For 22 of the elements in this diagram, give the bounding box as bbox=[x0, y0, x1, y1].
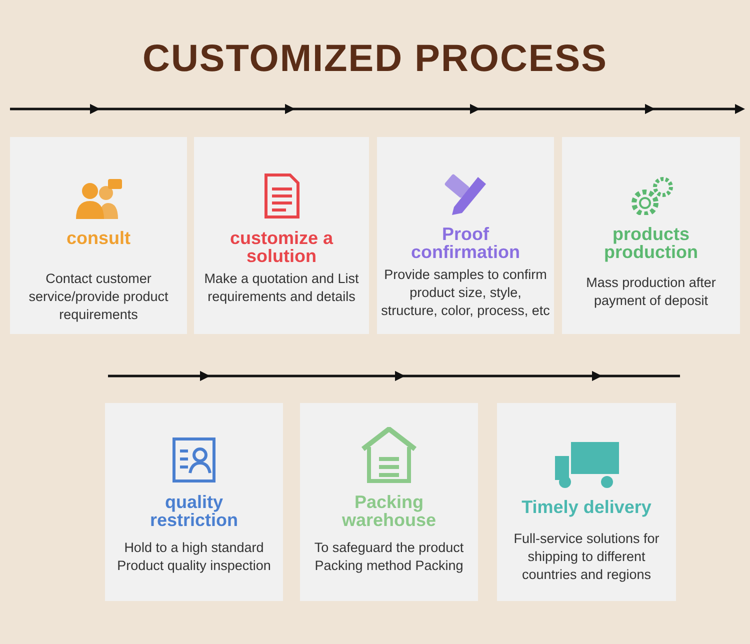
step-heading: customize a solution bbox=[228, 229, 334, 265]
step-description: Mass production after payment of deposit bbox=[585, 274, 717, 310]
step-card bbox=[300, 403, 478, 601]
step-heading: Proof confirmation bbox=[410, 225, 521, 261]
step-description: Full-service solutions for shipping to different countries and regions bbox=[512, 530, 660, 584]
step-description: To safeguard the product Packing method Packing bbox=[313, 539, 465, 575]
step-card bbox=[194, 137, 369, 334]
step-card bbox=[377, 137, 554, 334]
step-heading: Timely delivery bbox=[520, 498, 652, 516]
step-heading: products production bbox=[603, 225, 699, 261]
step-description: Contact customer service/provide product requirements bbox=[28, 270, 170, 324]
step-card bbox=[10, 137, 187, 334]
step-card bbox=[562, 137, 740, 334]
step-description: Make a quotation and List requirements and details bbox=[203, 270, 360, 306]
step-heading: Packing warehouse bbox=[340, 493, 438, 529]
step-heading: consult bbox=[65, 229, 132, 247]
step-card bbox=[497, 403, 676, 601]
step-heading: quality restriction bbox=[148, 493, 240, 529]
title: CUSTOMIZED PROCESS bbox=[142, 38, 608, 81]
step-description: Hold to a high standard Product quality inspection bbox=[116, 539, 272, 575]
step-description: Provide samples to confirm product size, style, structure, color, process, etc bbox=[381, 266, 550, 320]
step-card bbox=[105, 403, 283, 601]
